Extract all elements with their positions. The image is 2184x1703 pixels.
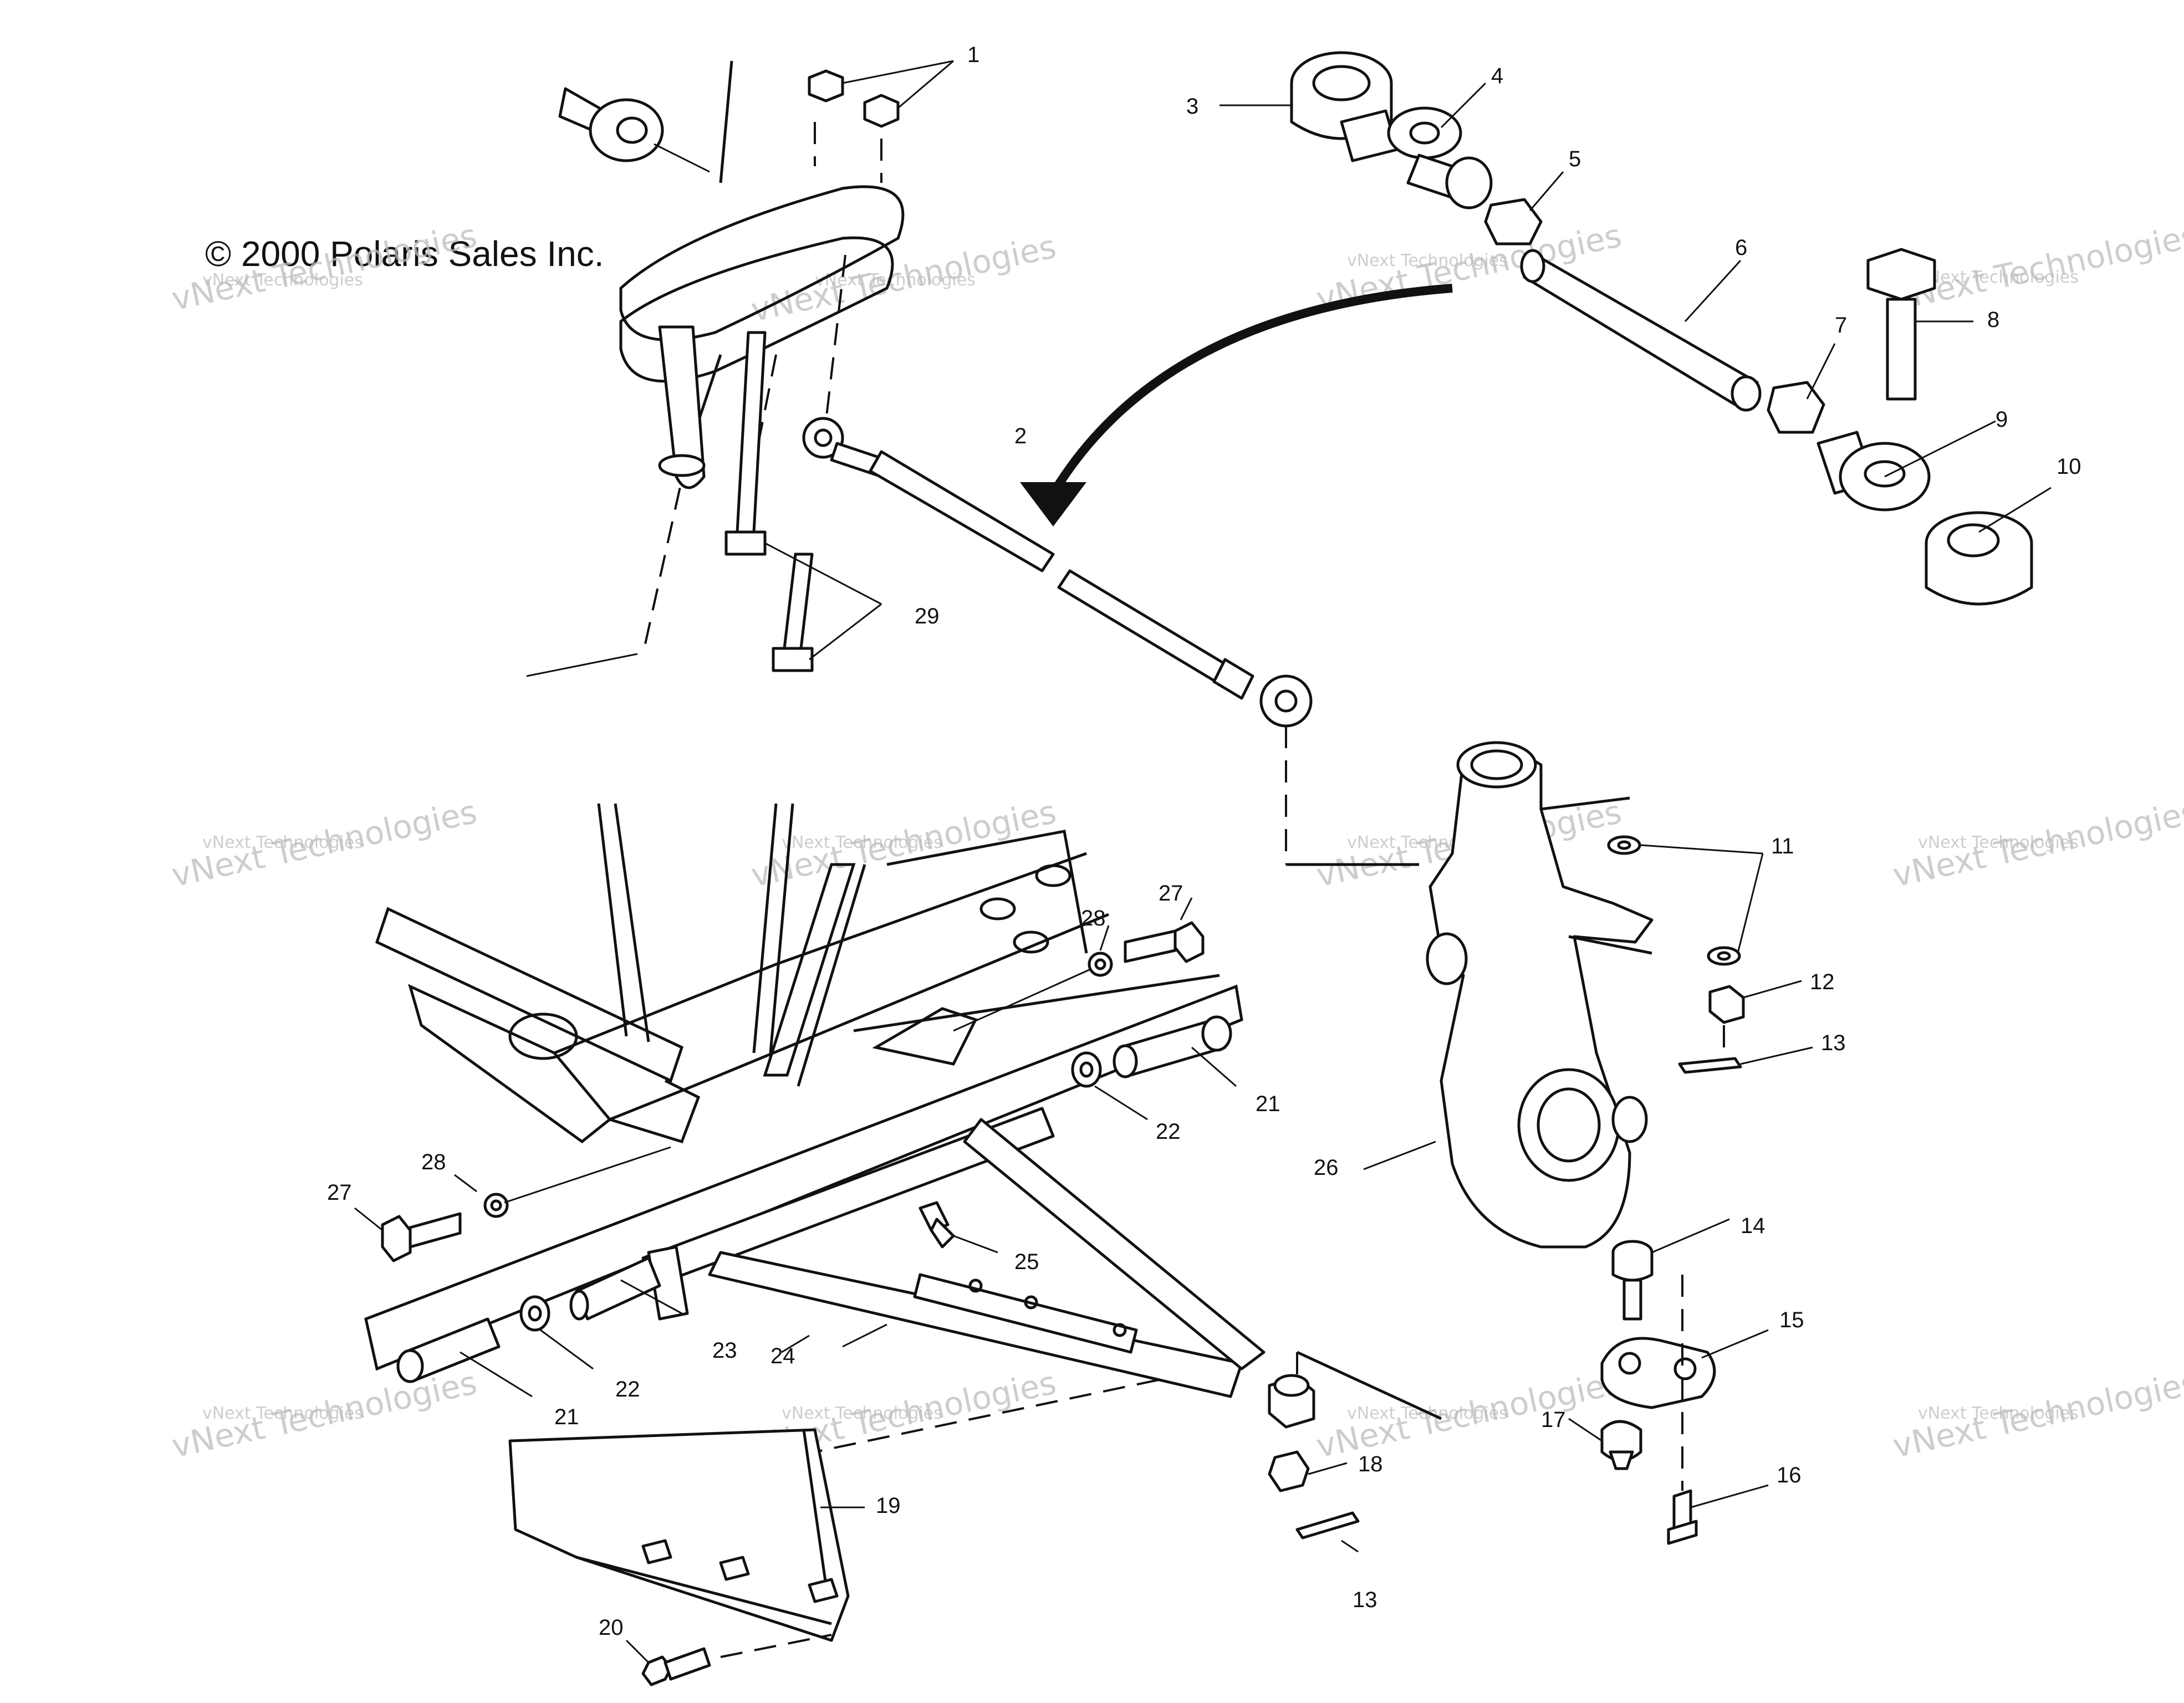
ball-joint-assembly	[1568, 1218, 1769, 1545]
grease-fitting	[918, 1201, 998, 1254]
callout-24: 24	[770, 1344, 795, 1368]
watermark-text: vNext Technologies	[1918, 1404, 2079, 1423]
tie-rod-end-upper	[558, 87, 710, 173]
callout-21: 21	[1256, 1092, 1280, 1116]
tie-rod	[802, 254, 1419, 866]
bushing-and-pivot-parts	[396, 1015, 1237, 1398]
callout-26: 26	[1314, 1155, 1339, 1180]
bolt-and-washer-parts	[354, 897, 1205, 1262]
nut-part-1	[808, 60, 954, 183]
callout-6: 6	[1735, 236, 1747, 260]
tie-rod-assembly-exploded	[1219, 51, 2052, 606]
watermark-text: vNext Technologies	[202, 1404, 363, 1423]
washer-nut-pin-group	[1607, 835, 1813, 1074]
callout-7: 7	[1835, 313, 1847, 337]
watermark-text: vNext Technologies	[748, 228, 1059, 329]
callout-8: 8	[1987, 308, 1999, 332]
bolt-part-29	[724, 331, 882, 672]
callout-labels: 1 2 3 4 5 6 7 8 9 10 11 12 13 14 15 16 1…	[327, 43, 2081, 1640]
callout-23: 23	[712, 1338, 737, 1363]
watermark-text: vNext Technologies	[1347, 251, 1508, 270]
callout-13: 13	[1821, 1031, 1846, 1055]
callout-9: 9	[1996, 407, 2008, 432]
spindle	[1363, 741, 1654, 1249]
callout-21: 21	[554, 1405, 579, 1429]
callout-11: 11	[1771, 834, 1794, 858]
direction-arrow	[1020, 284, 1453, 526]
callout-17: 17	[1541, 1408, 1566, 1432]
callout-28: 28	[1081, 906, 1106, 930]
callout-13: 13	[1353, 1588, 1377, 1612]
watermark-text: vNext Technologies	[782, 833, 942, 852]
watermark-text: vNext Technologies	[815, 270, 976, 290]
callout-18: 18	[1358, 1452, 1383, 1476]
callout-20: 20	[599, 1615, 624, 1640]
callout-15: 15	[1779, 1308, 1804, 1332]
a-arm	[364, 984, 1442, 1453]
callout-10: 10	[2057, 454, 2081, 479]
watermark-text: vNext Technologies	[1918, 833, 2079, 852]
copyright-text: © 2000 Polaris Sales Inc.	[205, 234, 604, 274]
callout-27: 27	[327, 1180, 352, 1205]
callout-14: 14	[1741, 1214, 1765, 1238]
callout-27: 27	[1159, 881, 1183, 906]
watermark-text: vNext Technologies	[202, 833, 363, 852]
callout-2: 2	[1014, 424, 1027, 448]
vehicle-frame	[375, 803, 1220, 1144]
callout-29: 29	[915, 604, 940, 628]
callout-4: 4	[1491, 64, 1503, 88]
callout-12: 12	[1810, 970, 1835, 994]
callout-28: 28	[421, 1150, 446, 1174]
callout-25: 25	[1014, 1250, 1039, 1274]
watermark-text: vNext Technologies	[1918, 268, 2079, 287]
callout-5: 5	[1569, 147, 1581, 171]
watermark-text: vNext Technologies	[782, 1404, 942, 1423]
callout-3: 3	[1186, 94, 1198, 119]
skid-plate	[508, 1334, 865, 1642]
callout-22: 22	[1156, 1119, 1181, 1144]
screw-part-20	[625, 1634, 832, 1686]
callout-1: 1	[967, 43, 979, 67]
nut-and-cotter-pin-lower	[1268, 1374, 1360, 1553]
callout-16: 16	[1777, 1463, 1802, 1487]
steering-post	[526, 60, 905, 677]
watermark-text: vNext Technologies	[202, 270, 363, 290]
callout-22: 22	[615, 1377, 640, 1402]
callout-19: 19	[876, 1494, 901, 1518]
